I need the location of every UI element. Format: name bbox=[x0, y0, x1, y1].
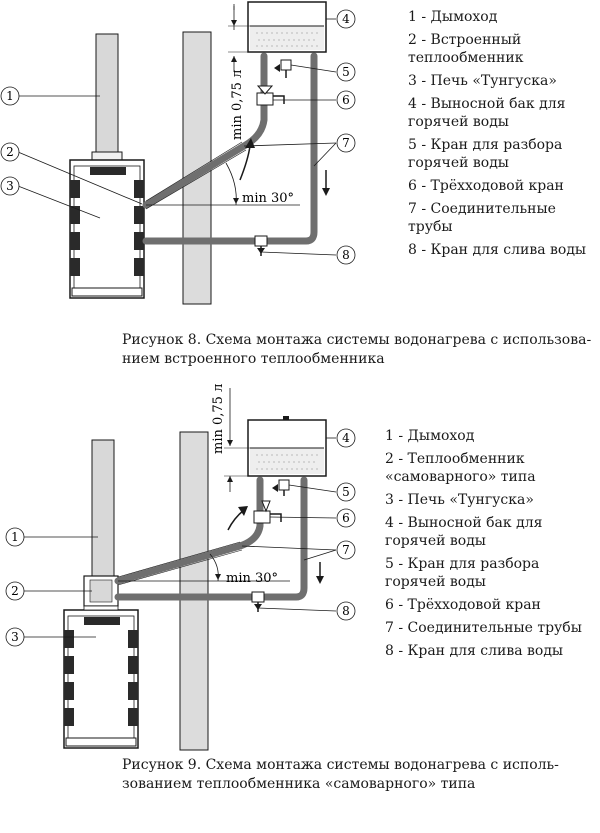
legend-item: 6 - Трёхходовой кран bbox=[385, 597, 541, 613]
legend-8: 1 - Дымоход 2 - Встроенный теплообменник… bbox=[408, 8, 598, 264]
legend-9: 1 - Дымоход 2 - Теплообменник «самоварно… bbox=[385, 427, 597, 665]
legend-item: 3 - Печь «Тунгуска» bbox=[408, 73, 557, 89]
diagram-8: min 0,75 л bbox=[0, 1, 356, 305]
callout-3: 3 bbox=[11, 630, 19, 644]
figure-caption: Рисунок 9. Схема монтажа системы водонаг… bbox=[122, 756, 592, 794]
volume-label: min 0,75 л bbox=[230, 70, 245, 140]
callout-8: 8 bbox=[342, 248, 350, 262]
legend-item: 1 - Дымоход bbox=[385, 428, 475, 444]
hot-water-tank bbox=[247, 416, 327, 477]
caption-line: Рисунок 8. Схема монтажа системы водонаг… bbox=[122, 332, 592, 348]
chimney bbox=[95, 33, 119, 153]
drain-tap bbox=[251, 591, 265, 612]
callout-8: 8 bbox=[342, 604, 350, 618]
hot-water-tank bbox=[247, 1, 327, 53]
connecting-pipes bbox=[114, 476, 308, 601]
legend-item: 1 - Дымоход bbox=[408, 9, 498, 25]
volume-label: min 0,75 л bbox=[211, 384, 226, 454]
legend-item: 2 - Встроенный теплообменник bbox=[408, 32, 524, 66]
flow-arrow-up bbox=[227, 509, 245, 531]
figure-caption: Рисунок 8. Схема монтажа системы водонаг… bbox=[122, 331, 592, 369]
legend-item: 5 - Кран для разбора горячей воды bbox=[408, 137, 563, 171]
legend-item: 3 - Печь «Тунгуска» bbox=[385, 492, 534, 508]
three-way-valve bbox=[253, 500, 282, 524]
callout-6: 6 bbox=[342, 511, 350, 525]
diagram-9: min 0,75 л bbox=[5, 384, 356, 751]
pipe-outlines bbox=[145, 141, 247, 210]
legend-item: 6 - Трёхходовой кран bbox=[408, 178, 564, 194]
callout-5: 5 bbox=[342, 485, 350, 499]
callout-3: 3 bbox=[6, 179, 14, 193]
drain-tap bbox=[254, 235, 268, 256]
callout-5: 5 bbox=[342, 65, 350, 79]
stove bbox=[69, 159, 145, 299]
callout-1: 1 bbox=[11, 530, 19, 544]
chimney bbox=[91, 439, 115, 577]
three-way-valve bbox=[256, 85, 285, 106]
draw-off-tap bbox=[272, 479, 290, 496]
callout-6: 6 bbox=[342, 93, 350, 107]
callout-2: 2 bbox=[6, 145, 14, 159]
legend-item: 8 - Кран для слива воды bbox=[408, 242, 587, 258]
legend-item: 4 - Выносной бак для горячей воды bbox=[385, 515, 543, 549]
callouts bbox=[0, 9, 356, 265]
legend-item: 7 - Соединительные трубы bbox=[408, 201, 556, 235]
legend-item: 5 - Кран для разбора горячей воды bbox=[385, 556, 540, 590]
draw-off-tap bbox=[274, 59, 292, 78]
callout-4: 4 bbox=[342, 12, 350, 26]
pipe-outlines bbox=[117, 541, 243, 586]
angle-label: min 30° bbox=[242, 191, 294, 206]
legend-item: 4 - Выносной бак для горячей воды bbox=[408, 96, 566, 130]
figure-8: min 0,75 л bbox=[0, 0, 600, 380]
angle-label: min 30° bbox=[226, 571, 278, 586]
callout-2: 2 bbox=[11, 584, 19, 598]
callouts bbox=[5, 428, 356, 647]
caption-line: зованием теплообменника «самоварного» ти… bbox=[122, 776, 476, 792]
stove bbox=[63, 609, 139, 749]
caption-line: нием встроенного теплообменника bbox=[122, 351, 385, 367]
legend-item: 2 - Теплообменник «самоварного» типа bbox=[385, 451, 536, 485]
legend-item: 7 - Соединительные трубы bbox=[385, 620, 582, 636]
callout-7: 7 bbox=[342, 543, 350, 557]
callout-1: 1 bbox=[6, 89, 14, 103]
legend-item: 8 - Кран для слива воды bbox=[385, 643, 564, 659]
callout-7: 7 bbox=[342, 136, 350, 150]
figure-9: min 0,75 л bbox=[0, 380, 600, 833]
callout-4: 4 bbox=[342, 431, 350, 445]
flow-arrow-up bbox=[239, 145, 251, 181]
caption-line: Рисунок 9. Схема монтажа системы водонаг… bbox=[122, 757, 559, 773]
samovar-heat-exchanger bbox=[83, 575, 119, 607]
wall bbox=[179, 431, 209, 751]
